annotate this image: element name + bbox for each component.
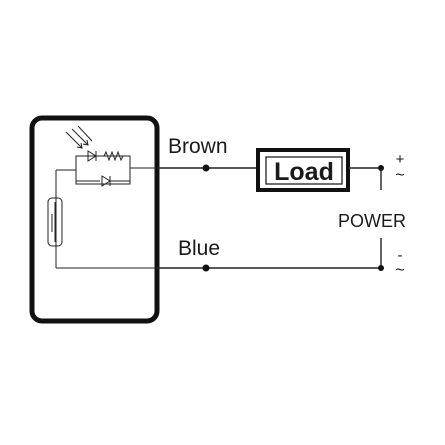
resistor [103,150,130,162]
brown-junction-dot [202,164,210,172]
negative-terminal-dot [378,265,384,271]
emitter-diode [87,150,97,162]
blue-wire: Blue [157,237,380,272]
negative-terminal-label: - [398,247,403,264]
load-label: Load [274,158,334,186]
blue-label: Blue [178,237,220,260]
receiver-diode [101,175,111,187]
positive-terminal-label: + [396,151,405,168]
photo-element-box [75,155,131,185]
brown-label: Brown [168,135,228,158]
power-label: POWER [338,211,406,231]
sensor-internal-circuit [47,125,157,269]
output-element [47,197,63,247]
load-box: Load [256,148,350,192]
blue-junction-dot [202,264,210,272]
tilde-icon: ~ [395,167,404,184]
brown-wire: Brown [157,135,258,172]
tilde-icon: ~ [395,262,404,279]
light-arrows-icon [65,125,93,149]
sensor-housing [29,115,160,324]
